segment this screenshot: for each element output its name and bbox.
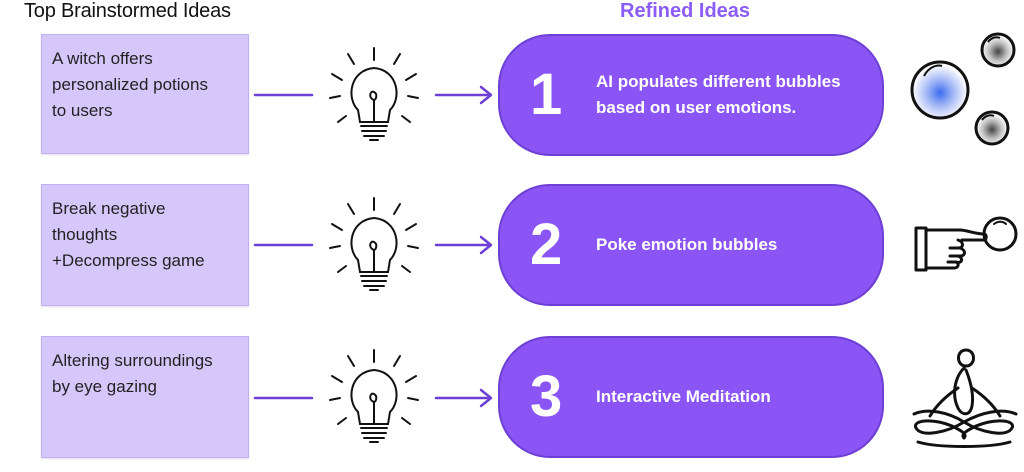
refined-idea-2-line-1: Poke emotion bubbles <box>596 235 778 254</box>
idea-note-3: Altering surroundings by eye gazing <box>41 336 249 458</box>
meditation-figure-icon <box>912 348 1018 448</box>
refined-idea-1-number: 1 <box>530 62 563 127</box>
refined-idea-2-text: Poke emotion bubbles <box>596 232 777 258</box>
idea-3-line-2: by eye gazing <box>52 377 157 396</box>
arrowhead-1 <box>479 85 493 105</box>
refined-idea-3-number: 3 <box>530 364 563 429</box>
idea-1-line-3: to users <box>52 101 113 120</box>
refined-idea-1-line-2: based on user emotions. <box>596 98 797 117</box>
refined-idea-2-number: 2 <box>530 212 563 277</box>
refined-idea-1: 1 AI populates different bubbles based o… <box>498 34 884 156</box>
idea-1-line-2: personalized potions <box>52 75 208 94</box>
arrowhead-2 <box>479 235 493 255</box>
lightbulb-icon <box>329 197 419 291</box>
refined-ideas-heading: Refined Ideas <box>620 0 751 22</box>
refined-idea-1-text: AI populates different bubbles based on … <box>596 69 841 121</box>
idea-2-line-3: +Decompress game <box>52 251 205 270</box>
idea-note-1: A witch offers personalized potions to u… <box>41 34 249 154</box>
idea-2-line-2: thoughts <box>52 225 118 244</box>
refined-idea-3-line-1: Interactive Meditation <box>596 387 771 406</box>
lightbulb-icon <box>329 47 419 141</box>
refined-idea-2: 2 Poke emotion bubbles <box>498 184 884 306</box>
refined-idea-3: 3 Interactive Meditation <box>498 336 884 458</box>
idea-note-2: Break negative thoughts +Decompress game <box>41 184 249 306</box>
idea-3-line-1: Altering surroundings <box>52 351 213 370</box>
refined-idea-1-line-1: AI populates different bubbles <box>596 72 841 91</box>
arrowhead-3 <box>479 388 493 408</box>
bubbles-icon <box>910 32 1016 146</box>
lightbulb-icon <box>329 349 419 443</box>
brainstormed-ideas-heading: Top Brainstormed Ideas <box>24 0 231 22</box>
idea-1-line-1: A witch offers <box>52 49 153 68</box>
finger-poking-bubble-icon <box>914 216 1018 272</box>
idea-2-line-1: Break negative <box>52 199 166 218</box>
refined-idea-3-text: Interactive Meditation <box>596 384 771 410</box>
